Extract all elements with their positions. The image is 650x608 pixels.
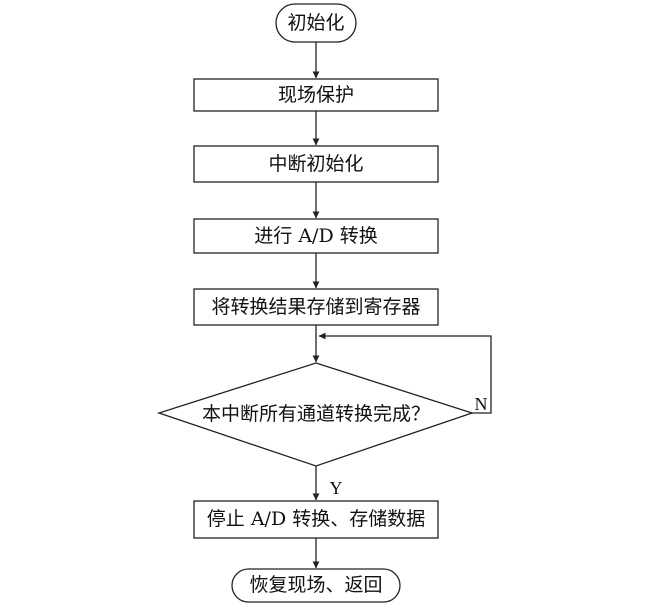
terminal-shape (231, 568, 401, 603)
node-decision-label: 本中断所有通道转换完成？ (202, 403, 430, 425)
terminal-shape (275, 3, 357, 43)
node-stop-store: 停止 A/D 转换、存储数据 (193, 500, 439, 539)
process-shape (193, 288, 439, 326)
node-store-result-label: 将转换结果存储到寄存器 (211, 296, 420, 318)
process-shape (193, 78, 439, 112)
node-store-result: 将转换结果存储到寄存器 (193, 288, 439, 326)
process-shape (193, 500, 439, 539)
decision-shape (156, 362, 475, 467)
branch-label-no: N (475, 394, 488, 414)
node-ad-convert: 进行 A/D 转换 (193, 218, 439, 254)
node-interrupt-init-label: 中断初始化 (268, 153, 363, 175)
node-stop-store-label: 停止 A/D 转换、存储数据 (207, 508, 425, 530)
node-decision: 本中断所有通道转换完成？ (156, 362, 475, 467)
node-init-label: 初始化 (287, 12, 344, 34)
node-ad-convert-label: 进行 A/D 转换 (254, 225, 377, 247)
node-save-context-label: 现场保护 (278, 84, 354, 106)
node-restore-return: 恢复现场、返回 (231, 568, 401, 603)
node-restore-return-label: 恢复现场、返回 (249, 574, 382, 596)
process-shape (193, 145, 439, 183)
flowchart-edges (312, 42, 492, 569)
edge-decision-no-loop (318, 332, 492, 414)
node-interrupt-init: 中断初始化 (193, 145, 439, 183)
node-init: 初始化 (275, 3, 357, 43)
process-shape (193, 218, 439, 254)
branch-label-yes: Y (330, 478, 343, 498)
node-save-context: 现场保护 (193, 78, 439, 112)
